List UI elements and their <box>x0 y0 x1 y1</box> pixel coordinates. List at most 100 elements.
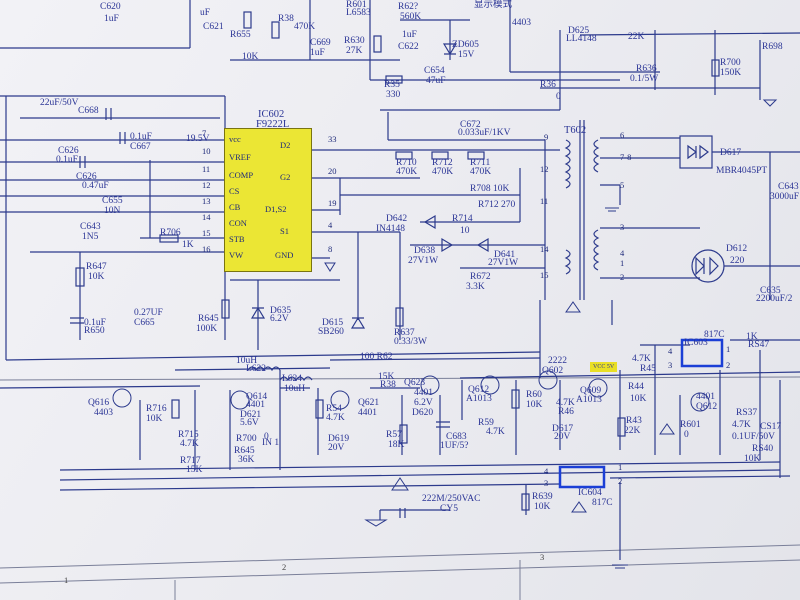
label-d638v: 27V1W <box>408 256 439 266</box>
label-q602: Q602 <box>542 366 564 376</box>
label-r62xv: 560K <box>400 12 422 22</box>
label-r645bv: 36K <box>238 455 255 465</box>
wire <box>59 469 781 481</box>
label-d641v: 27V1W <box>488 258 519 268</box>
t602-pin-15: 15 <box>540 270 549 280</box>
label-r712v: 470K <box>432 167 454 177</box>
ic602-pin-name-33: D2 <box>280 140 291 150</box>
label-q614: Q614 <box>246 392 268 402</box>
wire <box>0 385 201 389</box>
label-zd605v: 15V <box>458 50 475 60</box>
ic602-pin-name-11: COMP <box>229 170 254 180</box>
label-r59: R59 <box>478 418 494 428</box>
label-c222: 222M/250VAC <box>422 494 481 504</box>
transistor-q612 <box>480 375 500 395</box>
label-r54: R54 <box>326 404 342 414</box>
label-q4401: 4401 <box>696 392 715 402</box>
label-r35: R35 <box>384 80 400 90</box>
label-d635: D635 <box>270 306 292 316</box>
label-uf: uF <box>200 8 211 18</box>
label-r647: R647 <box>86 262 107 272</box>
resistor-r630 <box>373 35 382 53</box>
diode-d615 <box>350 316 366 329</box>
label-d621v: 5.6V <box>240 418 259 428</box>
label-q621: Q621 <box>358 398 380 408</box>
label-cy5: CY5 <box>440 504 458 514</box>
label-r537v: 4.7K <box>732 420 751 430</box>
label-q612b: Q612 <box>696 402 718 412</box>
t602-pin-6: 6 <box>620 130 625 140</box>
label-d635v: 6.2V <box>270 314 289 324</box>
t602-pin-78: 7-8 <box>620 152 632 162</box>
wire <box>59 461 781 471</box>
t602-pin-1: 1 <box>620 258 625 268</box>
ic602-part: F9222L <box>256 119 290 130</box>
label-c622: C622 <box>398 42 419 52</box>
label-r44v: 10K <box>630 394 647 404</box>
label-c620: C620 <box>100 2 121 12</box>
label-d641: D641 <box>494 250 516 260</box>
optocoupler-ic603-box <box>680 338 724 368</box>
label-r645b: R645 <box>234 446 255 456</box>
label-d638: D638 <box>414 246 436 256</box>
label-r714v: 10 <box>460 226 470 236</box>
label-r636v: 0.1/5W <box>630 74 659 84</box>
ic602-pin-num-13: 13 <box>202 196 211 206</box>
frame-line <box>0 376 800 381</box>
ic602-ref: IC602 <box>258 109 285 120</box>
label-k22: 22K <box>628 32 645 42</box>
label-r647v: 10K <box>88 272 105 282</box>
label-r711: R711 <box>470 158 491 168</box>
label-v195: 19.5V <box>186 134 210 144</box>
transistor-q602 <box>538 370 558 390</box>
ground-symbol <box>324 262 336 272</box>
label-r35v: 330 <box>386 90 401 100</box>
label-vcc-tag: VCC 5V <box>590 362 618 372</box>
label-ic604: IC604 <box>578 488 602 498</box>
label-d615v: SB260 <box>318 327 344 337</box>
label-r639: R639 <box>532 492 553 502</box>
label-r62x: R62? <box>398 2 419 12</box>
label-r672: R672 <box>470 272 491 282</box>
label-d615: D615 <box>322 318 344 328</box>
label-r636: R636 <box>636 64 657 74</box>
label-q612: Q612 <box>468 385 490 395</box>
label-r700b: R700 <box>236 434 257 444</box>
resistor-r645 <box>221 299 230 319</box>
ground-symbol <box>762 99 778 107</box>
label-r708: R708 10K <box>470 184 510 194</box>
dual-diode-d617 <box>687 144 709 160</box>
label-r547v: 1K <box>746 332 758 342</box>
label-r38b: R38 <box>380 380 396 390</box>
label-c620v: 1uF <box>104 14 119 24</box>
label-r715: R715 <box>178 430 199 440</box>
hot-ground-symbol <box>391 477 409 491</box>
label-c643rv: 3000uF <box>770 192 800 202</box>
label-q614v: 4401 <box>246 400 265 410</box>
ic602-pin-name-19: D1,S2 <box>265 204 287 214</box>
label-c517v: 0.1UF/50V <box>732 432 776 442</box>
label-r36: R36 <box>540 80 556 90</box>
t602-pin-11: 11 <box>540 196 549 206</box>
pin-ic603-3: 3 <box>668 360 673 370</box>
label-q609: Q609 <box>580 386 602 396</box>
resistor-r60 <box>511 389 520 409</box>
label-r655: R655 <box>230 30 251 40</box>
label-r717: R717 <box>180 456 201 466</box>
label-c665v: 0.27UF <box>134 308 163 318</box>
label-v62: 6.2V <box>414 398 433 408</box>
label-r716: R716 <box>146 404 167 414</box>
capacitor-c668 <box>105 108 112 120</box>
resistor-r700 <box>711 59 720 77</box>
ic602-pin-num-12: 12 <box>202 180 211 190</box>
label-r540v: 10K <box>744 454 761 464</box>
ic602-pin-num-33: 33 <box>328 134 337 144</box>
resistor-r57 <box>399 424 408 444</box>
label-q612v: A1013 <box>466 394 492 404</box>
label-q623v: 4401 <box>414 388 433 398</box>
primary-winding <box>564 139 571 189</box>
label-q623: Q623 <box>404 378 426 388</box>
ic602-pin-name-14: CON <box>229 218 247 228</box>
label-r46: R46 <box>558 407 574 417</box>
wire <box>5 351 541 361</box>
